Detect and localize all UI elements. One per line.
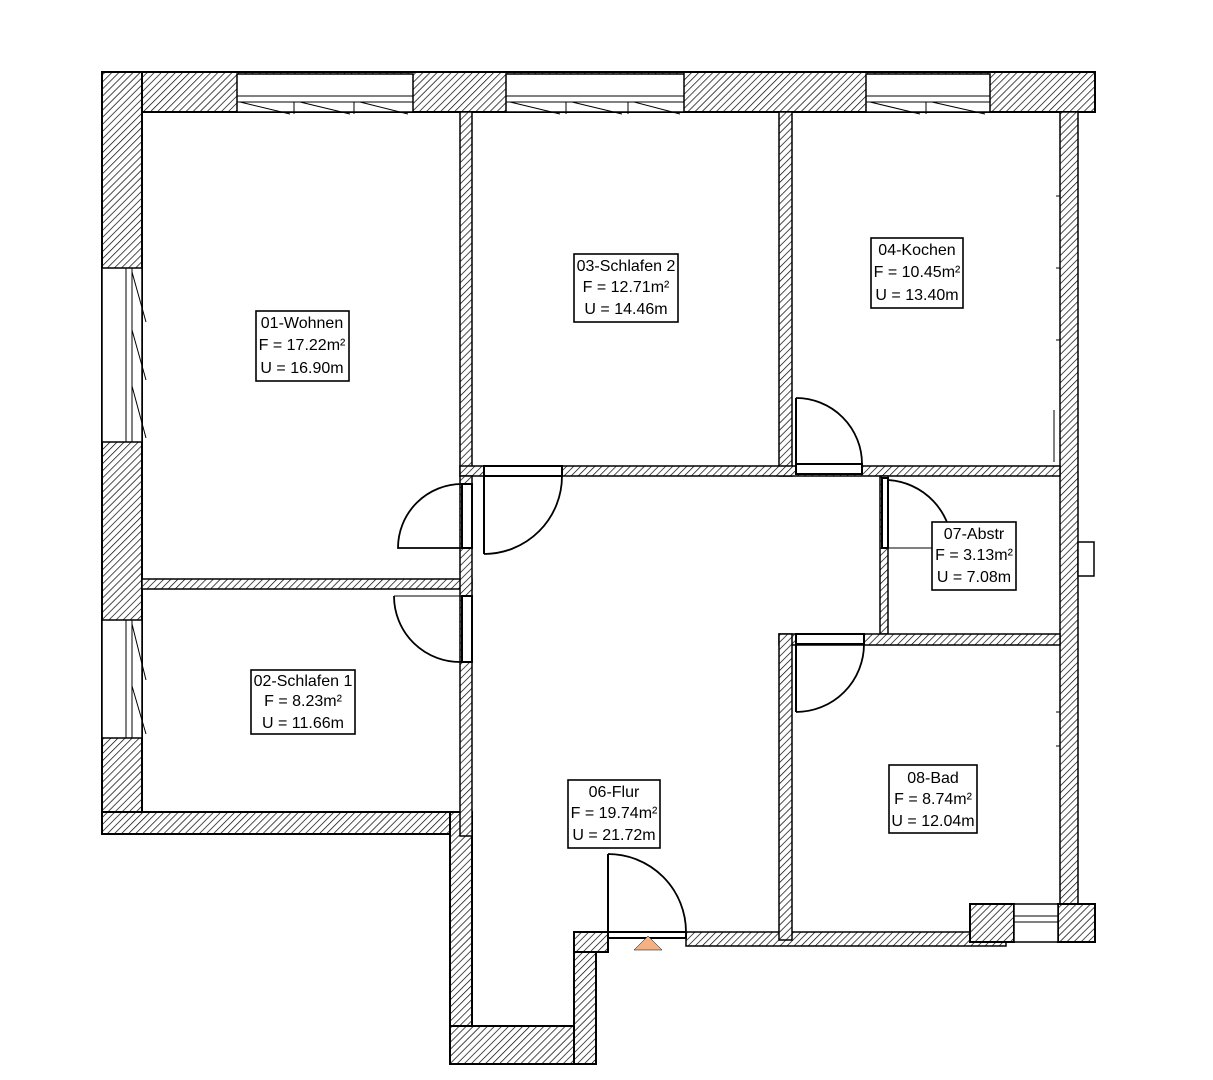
room-perimeter: U = 11.66m <box>262 715 344 732</box>
wall-bad-corner <box>969 903 1015 943</box>
wall-right-vent <box>1077 541 1095 577</box>
door-schlafen2 <box>483 465 563 555</box>
room-label-schlafen1: 02-Schlafen 1 F = 8.23m² U = 11.66m <box>250 669 356 735</box>
door-schlafen1 <box>393 595 473 663</box>
entrance-arrow-icon <box>633 935 663 951</box>
room-label-bad: 08-Bad F = 8.74m² U = 12.04m <box>888 764 978 834</box>
window-schlafen2-top <box>505 73 685 115</box>
wall-right-corner <box>1057 903 1096 943</box>
interior-walls <box>141 111 1061 941</box>
room-label-wohnen: 01-Wohnen F = 17.22m² U = 16.90m <box>255 310 350 382</box>
room-perimeter: U = 7.08m <box>937 569 1011 586</box>
door-entrance <box>607 853 687 951</box>
room-name: 06-Flur <box>589 784 640 801</box>
door-bad <box>795 633 865 713</box>
wall-schlafen2-kochen <box>778 111 793 477</box>
room-label-abstr: 07-Abstr F = 3.13m² U = 7.08m <box>931 521 1017 591</box>
room-area: F = 3.13m² <box>935 547 1013 564</box>
room-area: F = 10.45m² <box>874 264 961 281</box>
window-wohnen-left <box>101 267 147 443</box>
door-wohnen <box>397 483 473 549</box>
wall-bad-left <box>778 633 793 941</box>
door-kochen <box>795 397 863 475</box>
room-name: 08-Bad <box>907 770 959 787</box>
wall-right <box>1059 111 1079 943</box>
room-name: 03-Schlafen 2 <box>577 258 676 275</box>
room-label-flur: 06-Flur F = 19.74m² U = 21.72m <box>567 779 661 849</box>
room-area: F = 17.22m² <box>259 337 346 354</box>
room-label-schlafen2: 03-Schlafen 2 F = 12.71m² U = 14.46m <box>573 253 679 323</box>
window-bad-bottom <box>1013 903 1059 943</box>
room-name: 07-Abstr <box>944 526 1005 543</box>
room-area: F = 19.74m² <box>571 805 658 822</box>
room-name: 04-Kochen <box>878 242 955 259</box>
wall-row1-bottom <box>459 465 1061 477</box>
wall-bottom-right <box>685 931 1007 947</box>
room-area: F = 8.23m² <box>264 693 342 710</box>
room-perimeter: U = 16.90m <box>260 360 343 377</box>
window-schlafen1-left <box>101 619 147 739</box>
room-perimeter: U = 12.04m <box>891 813 974 830</box>
window-wohnen-top <box>236 73 414 115</box>
room-label-kochen: 04-Kochen F = 10.45m² U = 13.40m <box>870 237 964 309</box>
room-perimeter: U = 13.40m <box>875 287 958 304</box>
wall-wohnen-schlafen2 <box>459 111 473 477</box>
windows <box>101 73 1059 943</box>
room-perimeter: U = 21.72m <box>572 827 655 844</box>
doors <box>393 397 953 951</box>
wall-bottom-left <box>101 811 473 835</box>
wall-corridor-bottom <box>449 1025 597 1065</box>
room-name: 01-Wohnen <box>261 315 343 332</box>
window-kochen-top <box>865 73 991 115</box>
room-area: F = 8.74m² <box>894 791 972 808</box>
wall-ticks <box>1053 195 1060 747</box>
wall-wohnen-schlafen1 <box>141 578 473 590</box>
wall-bottom-entry-left <box>573 931 609 953</box>
room-area: F = 12.71m² <box>583 279 670 296</box>
room-perimeter: U = 14.46m <box>584 301 667 318</box>
room-name: 02-Schlafen 1 <box>254 673 353 690</box>
